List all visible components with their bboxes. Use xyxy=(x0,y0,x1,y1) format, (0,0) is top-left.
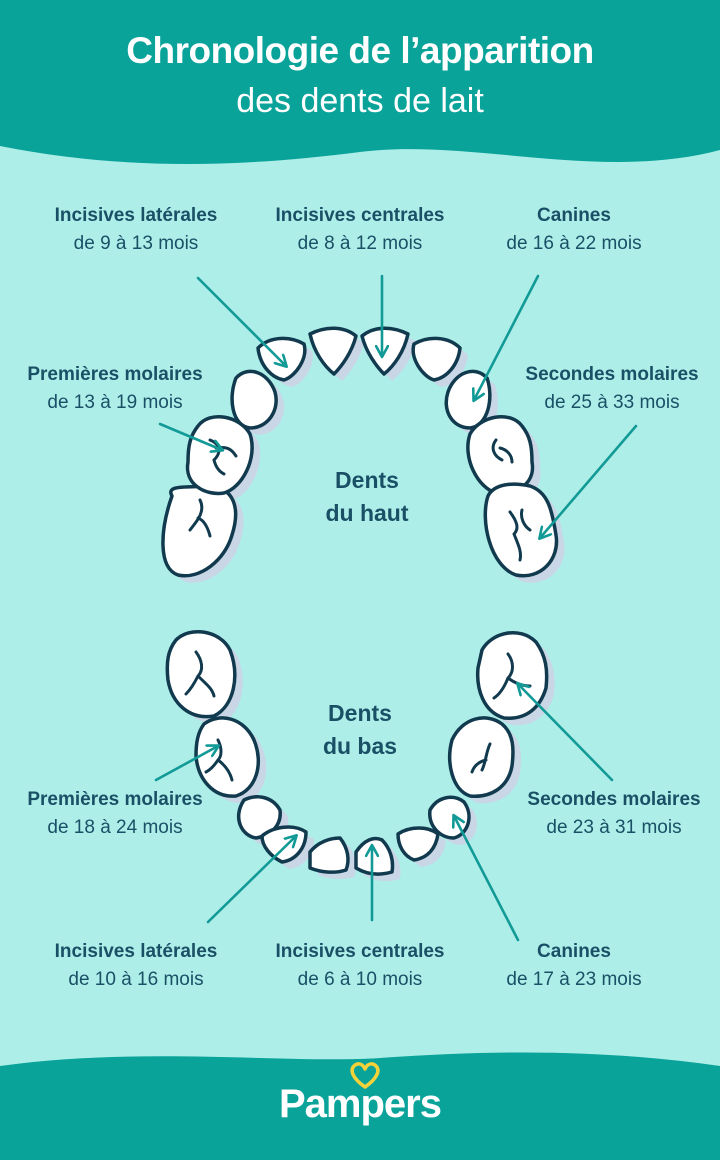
label-lower-lateral-incisors: Incisives latérales de 10 à 16 mois xyxy=(21,938,251,994)
pampers-logo: Pampers xyxy=(279,1082,442,1126)
lower-molar-fissures xyxy=(184,650,532,782)
label-range: de 6 à 10 mois xyxy=(297,969,423,990)
label-name: Incisives centrales xyxy=(275,205,445,226)
label-range: de 16 à 22 mois xyxy=(506,233,642,254)
upper-first-molar-right xyxy=(466,415,535,496)
heart-icon xyxy=(350,1062,380,1089)
label-range: de 9 à 13 mois xyxy=(73,233,199,254)
label-name: Premières molaires xyxy=(27,789,203,810)
label-upper-first-molars: Premières molaires de 13 à 19 mois xyxy=(0,361,230,417)
label-range: de 8 à 12 mois xyxy=(297,233,423,254)
label-upper-canines: Canines de 16 à 22 mois xyxy=(459,202,689,258)
label-name: Secondes molaires xyxy=(525,364,699,385)
label-name: Secondes molaires xyxy=(527,789,701,810)
arrow-upper-canines xyxy=(474,274,540,400)
label-range: de 25 à 33 mois xyxy=(544,392,680,413)
label-range: de 18 à 24 mois xyxy=(47,817,183,838)
arrow-lower-canines xyxy=(454,816,520,942)
arrow-upper-first-molars xyxy=(158,422,222,450)
upper-lateral-incisor-right xyxy=(411,336,462,382)
label-name: Premières molaires xyxy=(27,364,203,385)
label-name: Incisives centrales xyxy=(275,941,445,962)
label-lower-central-incisors: Incisives centrales de 6 à 10 mois xyxy=(245,938,475,994)
lower-arch xyxy=(165,630,555,882)
label-name: Incisives latérales xyxy=(54,205,218,226)
footer-band xyxy=(0,1052,720,1160)
lower-first-molar-left xyxy=(194,716,260,798)
label-lower-canines: Canines de 17 à 23 mois xyxy=(459,938,689,994)
label-lower-second-molars: Secondes molaires de 23 à 31 mois xyxy=(499,786,720,842)
label-name: Canines xyxy=(537,205,611,226)
lower-central-incisor-left xyxy=(308,836,350,874)
label-upper-second-molars: Secondes molaires de 25 à 33 mois xyxy=(497,361,720,417)
arrow-upper-lateral-incisors xyxy=(196,276,286,366)
label-range: de 23 à 31 mois xyxy=(546,817,682,838)
label-name: Canines xyxy=(537,941,611,962)
title-line-1: Chronologie de l’apparition xyxy=(126,30,594,71)
lower-second-molar-right xyxy=(475,631,549,720)
lower-label-line-1: Dents xyxy=(328,700,392,726)
lower-teeth-label: Dents du bas xyxy=(280,697,440,763)
label-name: Incisives latérales xyxy=(54,941,218,962)
lower-label-line-2: du bas xyxy=(322,733,398,759)
lower-lateral-incisor-right xyxy=(396,826,440,862)
label-range: de 10 à 16 mois xyxy=(68,969,204,990)
arrow-lower-first-molars xyxy=(154,746,218,782)
label-lower-first-molars: Premières molaires de 18 à 24 mois xyxy=(0,786,230,842)
upper-arch xyxy=(161,326,565,583)
arrow-lower-second-molars xyxy=(518,684,614,782)
upper-teeth-label: Dents du haut xyxy=(287,464,447,530)
arrow-lower-lateral-incisors xyxy=(206,836,296,924)
title-line-2: des dents de lait xyxy=(236,82,484,120)
upper-label-line-1: Dents xyxy=(335,467,399,493)
upper-canine-right xyxy=(444,369,492,430)
header-band xyxy=(0,0,720,164)
upper-second-molar-right xyxy=(483,482,559,578)
arrows xyxy=(154,274,638,942)
arrow-upper-second-molars xyxy=(540,424,638,538)
upper-canine-left xyxy=(230,369,278,430)
label-upper-lateral-incisors: Incisives latérales de 9 à 13 mois xyxy=(21,202,251,258)
label-range: de 13 à 19 mois xyxy=(47,392,183,413)
label-upper-central-incisors: Incisives centrales de 8 à 12 mois xyxy=(245,202,475,258)
lower-central-incisor-right xyxy=(354,836,395,876)
label-range: de 17 à 23 mois xyxy=(506,969,642,990)
upper-central-incisor-left xyxy=(308,326,358,376)
lower-first-molar-right xyxy=(448,716,515,798)
upper-label-line-2: du haut xyxy=(325,500,409,526)
upper-first-molar-left xyxy=(185,415,254,496)
